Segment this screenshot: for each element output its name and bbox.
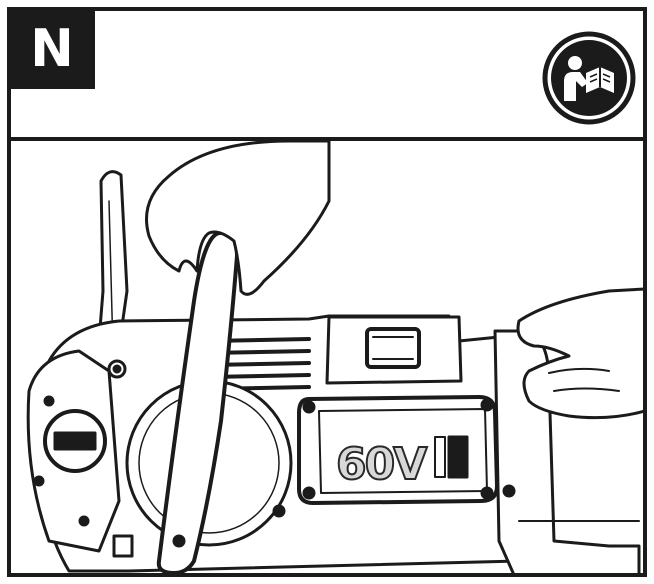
chainsaw-handle-illustration — [26, 141, 645, 575]
panel-header: N — [9, 9, 645, 141]
battery-voltage-label: 60V — [335, 438, 428, 491]
front-bail-handle — [156, 230, 239, 575]
right-hand — [516, 287, 645, 420]
step-letter-badge: N — [9, 9, 95, 89]
left-hand — [145, 141, 331, 296]
read-manual-icon — [542, 31, 636, 125]
